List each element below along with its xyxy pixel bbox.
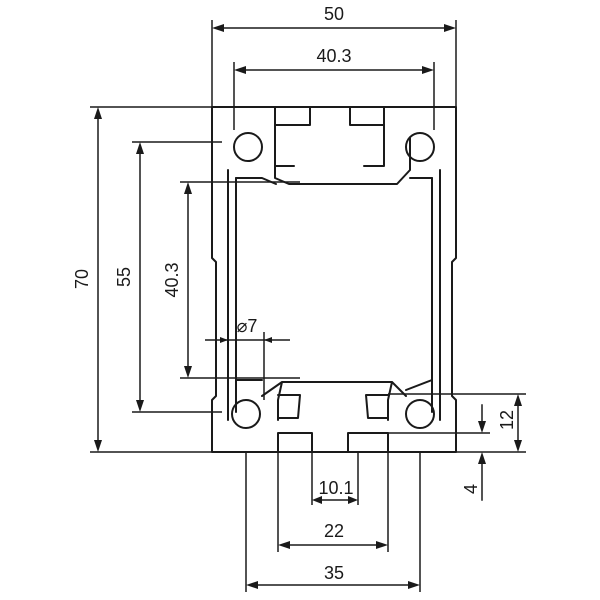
- dim-slot-span: 35: [324, 563, 344, 583]
- bore-top-left: [233, 132, 263, 162]
- bottom-slot-inner: [277, 394, 389, 419]
- dim-inner-height: 40.3: [162, 262, 182, 297]
- dim-inner-width: 40.3: [316, 46, 351, 66]
- bottom-slot-ceiling: [261, 381, 407, 421]
- dim-overall-width: 50: [324, 4, 344, 24]
- inner-cavity: [235, 177, 433, 391]
- inner-right-wall: [431, 169, 441, 421]
- dim-overall-height: 70: [72, 269, 92, 289]
- top-t-slot: [274, 106, 385, 167]
- bore-top-right: [405, 132, 435, 162]
- dim-slot-width: 22: [324, 521, 344, 541]
- dimension-labels: 50 40.3 70 55 40.3 ⌀7 12 4 10.1 22 35: [72, 4, 517, 583]
- bore-bottom-left: [231, 399, 261, 429]
- dim-wall-thickness: ⌀7: [237, 316, 258, 336]
- profile-outline: [211, 106, 457, 453]
- dim-lip-thickness: 4: [461, 484, 481, 494]
- inner-left-wall: [227, 169, 237, 421]
- bottom-t-slot: [277, 432, 389, 453]
- dim-slot-depth: 12: [497, 410, 517, 430]
- dim-slot-opening: 10.1: [318, 478, 353, 498]
- top-slot-floor: [274, 137, 411, 185]
- dim-slot-center-height: 55: [114, 267, 134, 287]
- bore-bottom-right: [405, 399, 435, 429]
- dimension-lines: [90, 20, 526, 592]
